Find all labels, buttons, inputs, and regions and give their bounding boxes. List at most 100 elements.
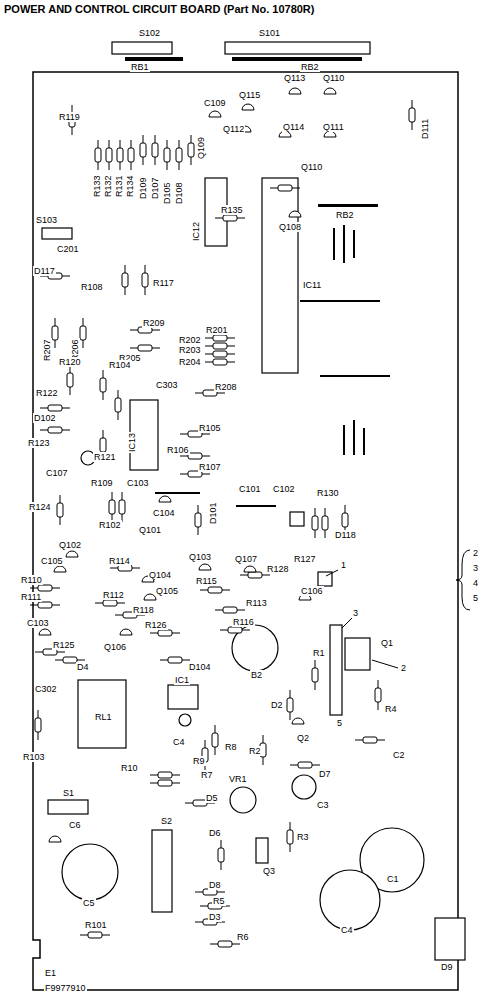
part-label: R102: [98, 520, 122, 530]
part-label: R105: [198, 423, 222, 433]
part-label: D111: [420, 118, 430, 140]
part-label: IC12: [191, 221, 201, 242]
part-label: Q3: [262, 866, 276, 876]
part-label: R6: [236, 932, 250, 942]
part-label: R207: [42, 338, 52, 362]
part-label: D9: [440, 962, 454, 972]
part-label: R201: [205, 325, 229, 335]
part-label: R127: [293, 554, 317, 564]
part-label: D5: [205, 793, 219, 803]
part-label: Q115: [238, 90, 261, 100]
part-label: R112: [102, 590, 125, 600]
part-label: IC1: [174, 675, 190, 685]
part-label: C105: [40, 556, 64, 566]
part-label: C303: [155, 380, 179, 390]
callout-number: 3: [352, 608, 359, 618]
part-label: C106: [300, 586, 324, 596]
part-label: Q107: [234, 554, 258, 564]
part-label: IC11: [302, 280, 322, 290]
part-label: Q105: [155, 586, 179, 596]
part-label: Q111: [322, 122, 345, 132]
part-label: R121: [93, 452, 117, 462]
part-label: C109: [203, 98, 227, 108]
part-label: S101: [258, 28, 281, 38]
part-label: R111: [20, 592, 42, 602]
part-label: R124: [28, 502, 52, 512]
part-label: R123: [27, 438, 51, 448]
part-label: R202: [178, 335, 202, 345]
part-label: R120: [58, 357, 82, 367]
part-label: D101: [208, 501, 218, 525]
part-label: R8: [224, 742, 238, 752]
part-label: R119: [58, 112, 81, 122]
part-label: R135: [220, 205, 244, 215]
part-label: C101: [238, 484, 262, 494]
part-label: D102: [33, 413, 57, 423]
part-label: Q102: [58, 540, 82, 550]
part-label: D6: [208, 828, 222, 838]
callout-number: 5: [336, 718, 343, 728]
part-label: S1: [62, 788, 75, 798]
part-label: IC13: [127, 432, 137, 453]
part-label: R106: [166, 445, 190, 455]
part-label: C1: [386, 874, 400, 884]
part-label: D2: [270, 700, 284, 710]
part-label: R115: [195, 576, 218, 586]
part-label: C4: [340, 925, 354, 935]
callout-number: 2: [472, 548, 479, 558]
part-label: C3: [316, 800, 330, 810]
part-label: R113: [245, 598, 268, 608]
part-label: C5: [82, 898, 96, 908]
part-label: Q110: [300, 162, 323, 172]
part-label: Q114: [282, 122, 305, 132]
part-label: Q101: [138, 525, 162, 535]
part-label: C103: [126, 478, 150, 488]
part-label: R108: [80, 282, 104, 292]
part-label: Q113: [283, 73, 306, 83]
part-label: C6: [68, 820, 82, 830]
part-label: VR1: [228, 774, 248, 784]
part-label: R104: [108, 360, 132, 370]
part-label: R114: [108, 556, 131, 566]
part-label: D7: [318, 769, 332, 779]
part-label: F9977910: [44, 983, 87, 993]
part-label: R208: [214, 382, 238, 392]
part-label: D104: [188, 662, 212, 672]
board-title: POWER AND CONTROL CIRCUIT BOARD (Part No…: [4, 3, 314, 15]
part-label: R203: [178, 345, 202, 355]
part-label: R125: [52, 640, 76, 650]
part-label: R130: [316, 488, 340, 498]
part-label: D117: [33, 266, 56, 276]
part-label: R3: [296, 832, 310, 842]
part-label: R5: [212, 896, 226, 906]
part-label: R204: [178, 357, 202, 367]
part-label: D8: [208, 880, 222, 890]
part-label: RL1: [94, 712, 113, 722]
part-label: R110: [20, 575, 43, 585]
part-label: D109: [138, 176, 148, 200]
part-label: Q112: [222, 124, 245, 134]
part-label: RB2: [335, 210, 355, 220]
part-label: Q109: [196, 136, 206, 160]
part-label: R9: [192, 756, 206, 766]
part-label: RB1: [130, 62, 150, 72]
part-label: R209: [142, 318, 166, 328]
part-label: R7: [200, 770, 214, 780]
part-label: R107: [198, 462, 222, 472]
part-label: R131: [114, 174, 124, 198]
part-label: C107: [45, 468, 69, 478]
part-label: D3: [208, 912, 222, 922]
part-label: D105: [162, 181, 172, 205]
part-label: Q103: [188, 552, 212, 562]
part-label: Q108: [278, 222, 302, 232]
part-label: C103: [26, 618, 50, 628]
part-label: D4: [76, 662, 90, 672]
part-label: R128: [266, 564, 290, 574]
part-label: R10: [120, 763, 139, 773]
part-label: R133: [92, 174, 102, 198]
callout-number: 5: [472, 593, 479, 603]
part-label: D107: [150, 176, 160, 200]
part-label: R101: [84, 920, 108, 930]
part-label: C2: [392, 750, 406, 760]
part-label: R116: [232, 617, 255, 627]
